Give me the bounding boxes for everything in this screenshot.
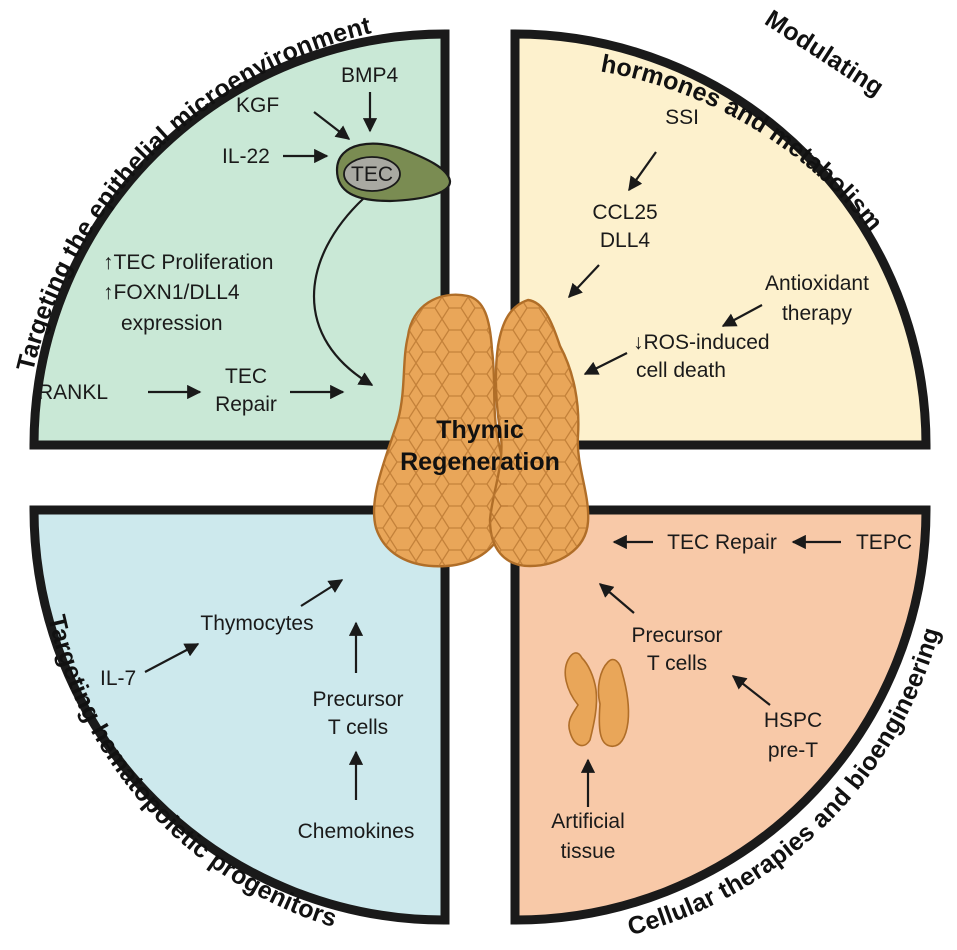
label-tec: TEC — [225, 365, 267, 388]
label-antioxidant: Antioxidant — [765, 272, 869, 295]
quadrant-cellular — [510, 505, 931, 925]
label-tec-repair: TEC Repair — [667, 531, 777, 554]
label-il22: IL-22 — [222, 145, 270, 168]
center-title-line2: Regeneration — [400, 448, 560, 476]
label-celldeath: cell death — [636, 359, 726, 382]
label-tec-proliferation: ↑TEC Proliferation — [103, 251, 273, 274]
label-tepc: TEPC — [856, 531, 912, 554]
tec-cell-label: TEC — [351, 163, 393, 186]
tec-cell: TEC — [335, 142, 452, 203]
thymus-right-texture — [490, 300, 589, 566]
arrow-precursor-thymus-br — [598, 583, 635, 614]
center-title-line1: Thymic — [436, 416, 524, 444]
label-kgf: KGF — [236, 94, 279, 117]
label-tcells-br: T cells — [647, 652, 707, 675]
arrow-ros-thymus — [583, 352, 628, 375]
label-rankl: RANKL — [38, 381, 108, 404]
arrow-kgf-tec — [313, 111, 351, 140]
title-hormones-line1: Modulating — [760, 5, 889, 102]
label-tcells: T cells — [328, 716, 388, 739]
thymus-left-texture — [374, 294, 509, 567]
label-ssi: SSI — [665, 106, 699, 129]
artificial-thymus-icon — [564, 652, 630, 747]
quadrant-hematopoietic — [29, 505, 450, 925]
label-ccl25: CCL25 — [592, 201, 657, 224]
label-therapy: therapy — [782, 302, 853, 325]
arrow-dll4-thymus — [568, 264, 600, 299]
label-pret: pre-T — [768, 739, 818, 762]
label-dll4: DLL4 — [600, 229, 651, 252]
label-ros: ↓ROS-induced — [633, 331, 770, 354]
arrow-hspc-precursor — [731, 675, 771, 706]
label-bmp4: BMP4 — [341, 64, 399, 87]
label-il7: IL-7 — [100, 667, 136, 690]
label-foxn1-dll4: ↑FOXN1/DLL4 — [103, 281, 240, 304]
arrow-ssi-ccl25 — [628, 151, 657, 192]
label-precursor-br: Precursor — [631, 624, 722, 647]
arrow-thymocytes-thymus — [300, 579, 344, 607]
label-tissue: tissue — [561, 840, 616, 863]
label-repair: Repair — [215, 393, 277, 416]
label-expression: expression — [121, 312, 223, 335]
arrow-tec-to-thymus — [313, 197, 374, 386]
tec-nucleus — [343, 156, 401, 192]
thymus-illustration — [372, 293, 590, 568]
label-precursor: Precursor — [312, 688, 403, 711]
label-thymocytes: Thymocytes — [200, 612, 313, 635]
arrow-antioxidant-ros — [721, 304, 763, 327]
label-hspc: HSPC — [764, 709, 822, 732]
label-artificial: Artificial — [551, 810, 625, 833]
quadrant-hormones — [510, 29, 931, 450]
arrow-il7-thymocytes — [144, 643, 200, 673]
label-chemokines: Chemokines — [298, 820, 415, 843]
